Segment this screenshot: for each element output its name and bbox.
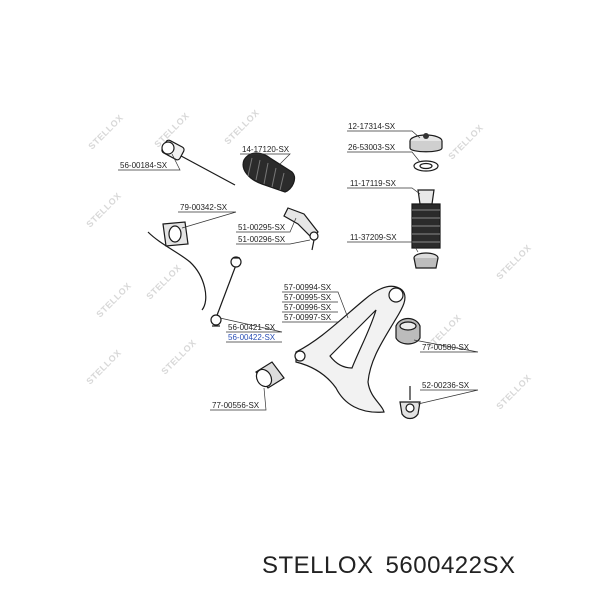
arm-bushing-front (255, 361, 285, 389)
watermark: STELLOX (446, 123, 485, 162)
brand-name: STELLOX (262, 552, 374, 579)
stabilizer-bushing (162, 221, 189, 247)
ball-joint (399, 386, 421, 420)
watermark: STELLOX (86, 113, 125, 152)
part-label: 12-17314-SX (348, 122, 396, 131)
part-label: 56-00184-SX (120, 161, 168, 170)
part-label: 51-00295-SX (238, 223, 286, 232)
part-label: 57-00994-SX (284, 283, 332, 292)
part-label: 11-37209-SX (350, 233, 397, 242)
part-number: 5600422SX (385, 552, 516, 579)
strut-top-mount (409, 133, 443, 153)
part-label: 14-17120-SX (242, 145, 290, 154)
inner-tie-rod (161, 139, 236, 186)
watermark: STELLOX (94, 281, 133, 320)
watermark: STELLOX (84, 191, 123, 230)
part-label: 56-00421-SX (228, 323, 276, 332)
part-label: 77-00556-SX (212, 401, 260, 410)
part-label-highlighted: 56-00422-SX (228, 333, 276, 342)
part-labels: 12-17314-SX 26-53003-SX 11-17119-SX 11-3… (120, 122, 470, 410)
stabilizer-link (210, 256, 242, 327)
part-label: 51-00296-SX (238, 235, 286, 244)
strut-bearing (413, 160, 439, 172)
spring-pad (413, 252, 439, 269)
part-label: 52-00236-SX (422, 381, 470, 390)
part-caption: STELLOX 5600422SX (262, 552, 528, 580)
part-label: 79-00342-SX (180, 203, 228, 212)
part-label: 57-00997-SX (284, 313, 332, 322)
watermark: STELLOX (144, 263, 183, 302)
outer-tie-rod-end (283, 207, 319, 251)
leader-lines (118, 130, 479, 411)
arm-bushing-rear (395, 317, 421, 345)
part-label: 57-00996-SX (284, 303, 332, 312)
part-label: 26-53003-SX (348, 143, 396, 152)
lower-control-arm (294, 285, 406, 413)
dust-boot (411, 203, 441, 249)
watermark: STELLOX (84, 348, 123, 387)
watermark: STELLOX (494, 373, 533, 412)
steering-boot (242, 152, 296, 193)
part-label: 11-17119-SX (350, 179, 397, 188)
bump-stop (417, 189, 435, 205)
stabilizer-bar (147, 231, 207, 311)
part-label: 77-00580-SX (422, 343, 470, 352)
part-label: 57-00995-SX (284, 293, 332, 302)
watermark: STELLOX (159, 338, 198, 377)
watermark: STELLOX (222, 108, 261, 147)
watermark: STELLOX (494, 243, 533, 282)
